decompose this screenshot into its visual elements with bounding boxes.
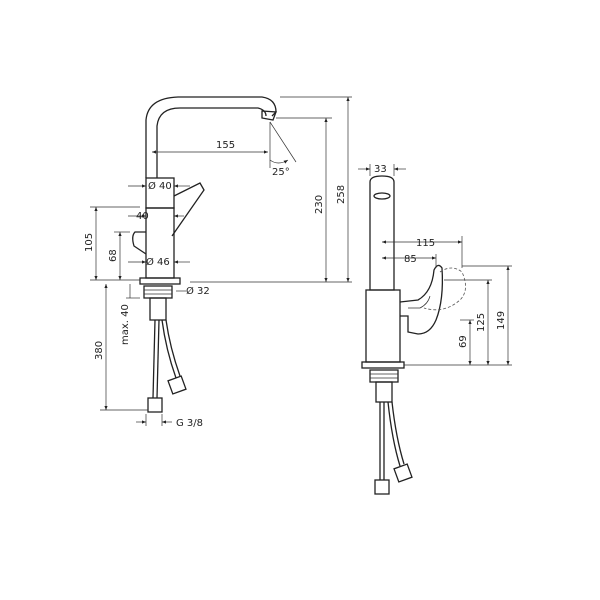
front-handle-inner bbox=[408, 295, 431, 309]
thread-lines bbox=[144, 289, 172, 295]
dim-115: 115 bbox=[416, 238, 435, 249]
front-hose-b bbox=[387, 401, 405, 467]
hose-left bbox=[152, 319, 156, 399]
hose-right-b bbox=[165, 319, 181, 377]
hose-fitting-left bbox=[147, 397, 163, 413]
popup-rod bbox=[132, 231, 147, 255]
front-aerator bbox=[373, 192, 391, 200]
aerator bbox=[261, 110, 277, 121]
front-body bbox=[365, 289, 401, 363]
dim-105: 105 bbox=[84, 233, 95, 252]
dim-25deg: 25° bbox=[272, 167, 290, 178]
dim-125: 125 bbox=[476, 313, 487, 332]
spout-inner bbox=[156, 107, 267, 178]
dim-max40: max. 40 bbox=[120, 304, 131, 345]
dim-g38: G 3/8 bbox=[176, 418, 203, 429]
front-thread-lines bbox=[370, 373, 398, 379]
front-fitting-b bbox=[393, 463, 413, 483]
front-spout-top bbox=[369, 175, 395, 291]
dim-40a: Ø 40 bbox=[148, 180, 172, 192]
dim-149: 149 bbox=[496, 311, 507, 330]
dim-380: 380 bbox=[94, 341, 105, 360]
dim-68: 68 bbox=[108, 249, 119, 262]
dim-32: Ø 32 bbox=[186, 285, 210, 297]
handle-lever bbox=[171, 182, 205, 237]
dim-230: 230 bbox=[314, 195, 325, 214]
front-handle bbox=[399, 264, 444, 335]
dim-33: 33 bbox=[374, 164, 387, 175]
dim-155: 155 bbox=[216, 140, 235, 151]
front-fitting-a bbox=[374, 479, 390, 495]
front-hose-a bbox=[379, 402, 385, 480]
hose-right bbox=[161, 319, 177, 379]
spout-outer bbox=[145, 96, 277, 178]
mounting-shank bbox=[149, 297, 167, 321]
dim-85: 85 bbox=[404, 254, 417, 265]
dim-46: Ø 46 bbox=[146, 256, 170, 268]
hose-fitting-right bbox=[167, 375, 187, 395]
dim-258: 258 bbox=[336, 185, 347, 204]
front-nut bbox=[369, 369, 399, 383]
front-base bbox=[361, 361, 405, 369]
base-flange bbox=[139, 277, 181, 285]
dim-69: 69 bbox=[458, 335, 469, 348]
dim-40b: 40 bbox=[136, 211, 149, 222]
front-view: 33 115 85 69 125 149 bbox=[358, 164, 512, 495]
front-handle-ghost bbox=[423, 267, 466, 311]
hose-left-b bbox=[156, 319, 160, 399]
mounting-nut bbox=[143, 285, 173, 299]
side-view: 155 25° Ø 40 40 Ø 46 Ø 32 105 68 max. 40 bbox=[84, 96, 352, 429]
front-shank bbox=[375, 381, 393, 403]
